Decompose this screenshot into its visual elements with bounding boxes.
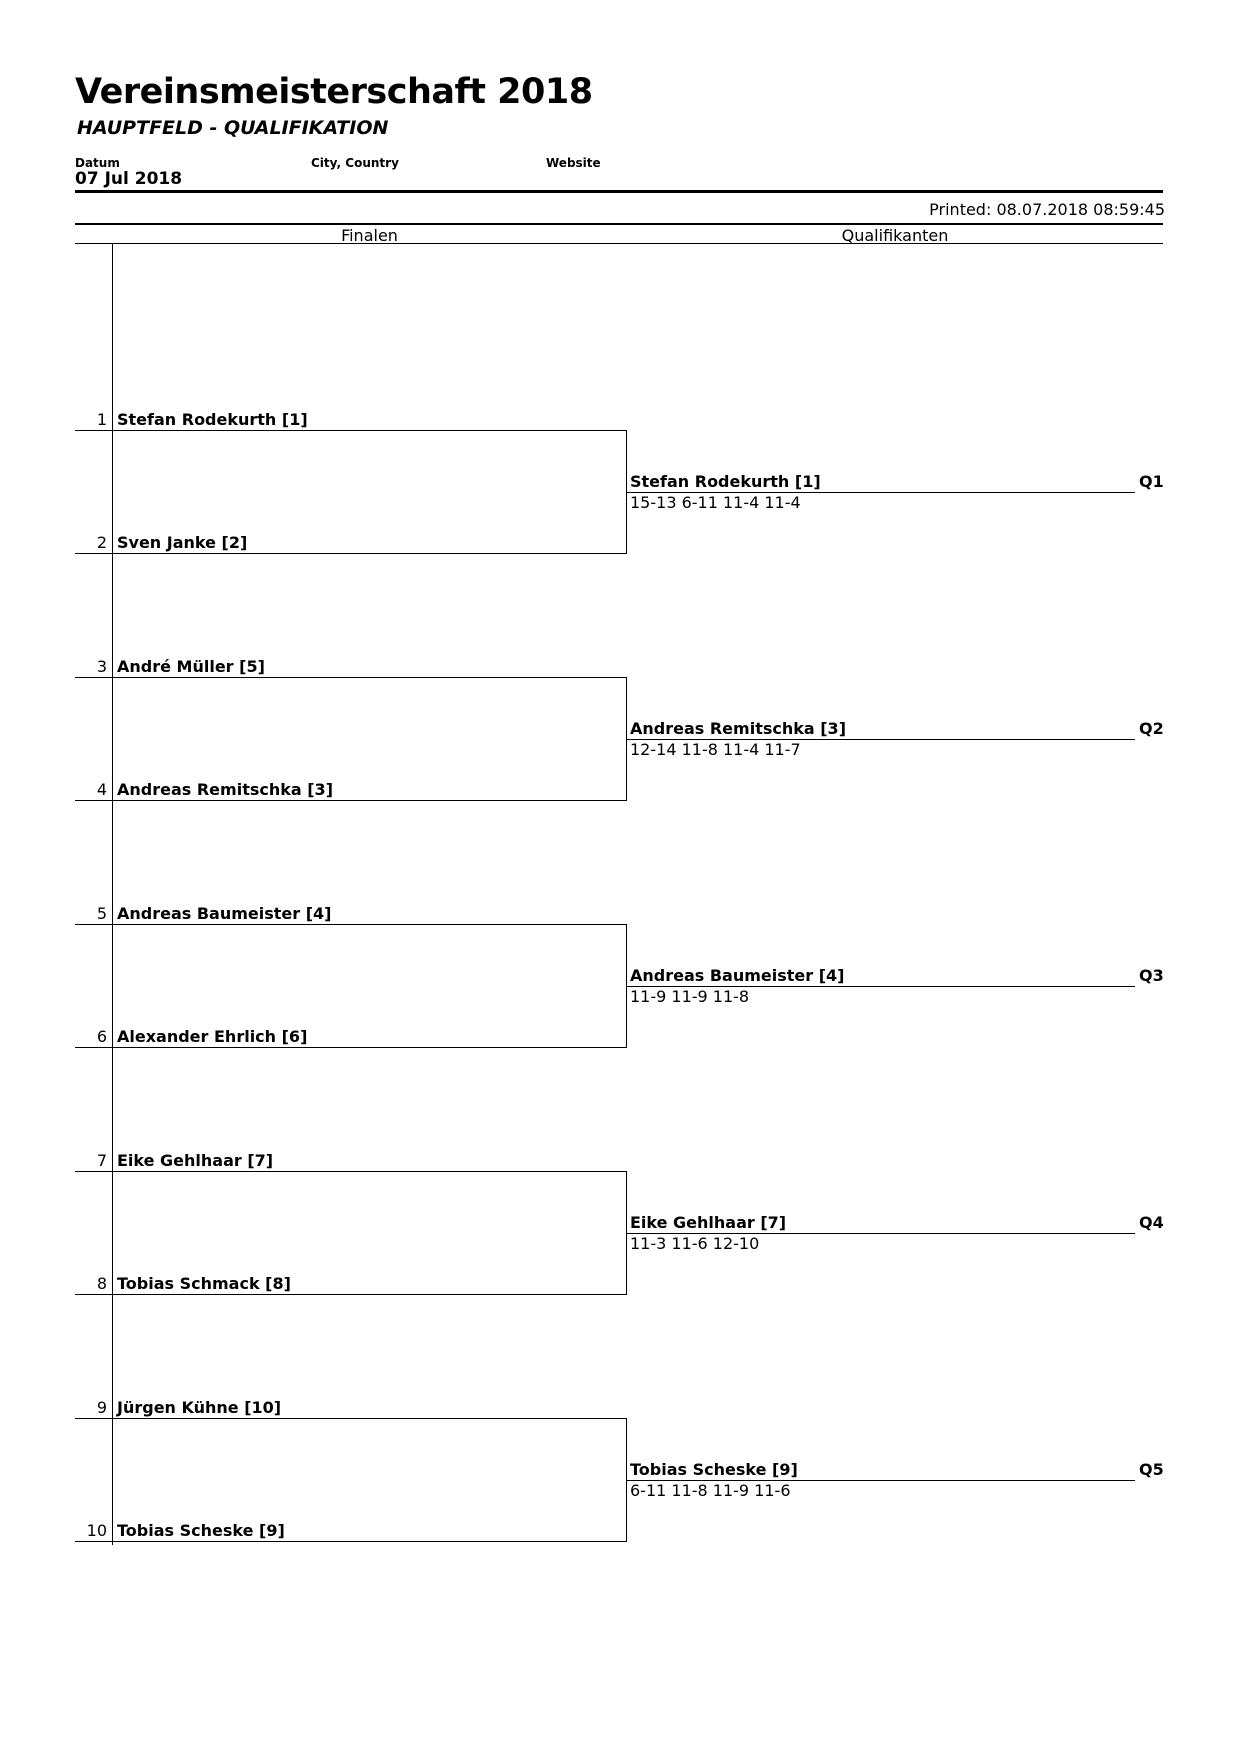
slot-number: 3 — [96, 657, 107, 676]
slot-number: 8 — [96, 1274, 107, 1293]
match-score: 15-13 6-11 11-4 11-4 — [630, 493, 801, 512]
match-score: 6-11 11-8 11-9 11-6 — [630, 1481, 791, 1500]
match-winner: Tobias Scheske [9] — [630, 1460, 798, 1479]
page-title: Vereinsmeisterschaft 2018 — [75, 72, 593, 112]
slot-number: 1 — [96, 410, 107, 429]
match-winner: Eike Gehlhaar [7] — [630, 1213, 787, 1232]
qualifier-label: Q2 — [1139, 719, 1164, 738]
qualifier-label: Q3 — [1139, 966, 1164, 985]
slot-line — [75, 1418, 626, 1419]
winner-line — [626, 1233, 1135, 1234]
slot-number: 5 — [96, 904, 107, 923]
slot-player-name: Andreas Baumeister [4] — [117, 904, 332, 923]
slot-line — [75, 677, 626, 678]
slot-player-name: Tobias Schmack [8] — [117, 1274, 291, 1293]
slot-line — [75, 924, 626, 925]
slot-player-name: Sven Janke [2] — [117, 533, 248, 552]
column-header-top-rule — [75, 223, 1163, 225]
match-score: 12-14 11-8 11-4 11-7 — [630, 740, 801, 759]
bracket-left-border — [112, 243, 113, 1545]
slot-player-name: Alexander Ehrlich [6] — [117, 1027, 308, 1046]
slot-player-name: Andreas Remitschka [3] — [117, 780, 333, 799]
date-label: Datum — [75, 156, 120, 170]
slot-line — [75, 430, 626, 431]
page-subtitle: HAUPTFELD - QUALIFIKATION — [77, 117, 389, 139]
slot-player-name: André Müller [5] — [117, 657, 265, 676]
slot-number: 2 — [96, 533, 107, 552]
slot-player-name: Stefan Rodekurth [1] — [117, 410, 308, 429]
slot-number: 10 — [86, 1521, 107, 1540]
match-winner: Andreas Remitschka [3] — [630, 719, 846, 738]
slot-line — [75, 553, 626, 554]
printed-timestamp: Printed: 08.07.2018 08:59:45 — [929, 200, 1165, 219]
slot-line — [75, 1541, 626, 1542]
winner-line — [626, 492, 1135, 493]
slot-player-name: Jürgen Kühne [10] — [117, 1398, 282, 1417]
slot-line — [75, 1294, 626, 1295]
slot-player-name: Tobias Scheske [9] — [117, 1521, 285, 1540]
column-header-bottom-rule — [75, 243, 1163, 244]
header-divider — [75, 190, 1163, 193]
column-header-finalen: Finalen — [341, 226, 398, 245]
match-winner: Andreas Baumeister [4] — [630, 966, 845, 985]
slot-number: 9 — [96, 1398, 107, 1417]
slot-line — [75, 1171, 626, 1172]
website-label: Website — [546, 156, 601, 170]
column-header-qualifikanten: Qualifikanten — [841, 226, 949, 245]
qualifier-label: Q5 — [1139, 1460, 1164, 1479]
qualifier-label: Q4 — [1139, 1213, 1164, 1232]
slot-player-name: Eike Gehlhaar [7] — [117, 1151, 274, 1170]
slot-number: 4 — [96, 780, 107, 799]
slot-number: 6 — [96, 1027, 107, 1046]
slot-line — [75, 1047, 626, 1048]
match-score: 11-9 11-9 11-8 — [630, 987, 750, 1006]
winner-line — [626, 1480, 1135, 1481]
slot-line — [75, 800, 626, 801]
slot-number: 7 — [96, 1151, 107, 1170]
winner-line — [626, 739, 1135, 740]
match-winner: Stefan Rodekurth [1] — [630, 472, 821, 491]
match-score: 11-3 11-6 12-10 — [630, 1234, 760, 1253]
qualifier-label: Q1 — [1139, 472, 1164, 491]
date-value: 07 Jul 2018 — [75, 169, 183, 189]
winner-line — [626, 986, 1135, 987]
location-label: City, Country — [311, 156, 399, 170]
